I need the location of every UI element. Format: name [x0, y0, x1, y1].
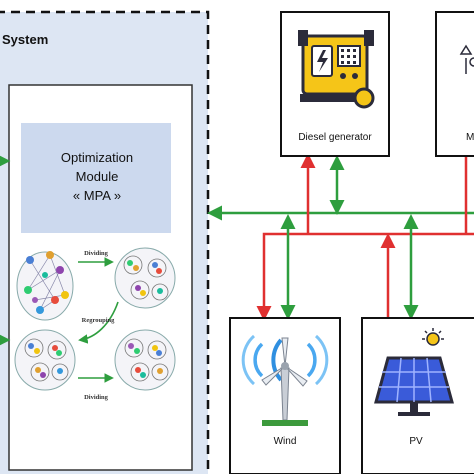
sun-icon: [422, 328, 444, 346]
right-partial-box: [435, 11, 474, 157]
cluster-grouped-top: [114, 247, 176, 309]
wind-label: Wind: [274, 436, 297, 447]
optimization-label-line3: « MPA »: [73, 188, 121, 203]
system-title: System: [2, 32, 48, 47]
optimization-label-line2: Module: [76, 169, 119, 184]
label-dividing-top: Dividing: [84, 250, 109, 257]
diesel-generator-label: Diesel generator: [298, 132, 372, 143]
label-dividing-bottom: Dividing: [84, 394, 109, 401]
power-bus-red: [256, 232, 474, 321]
mpa-illustration: Dividing Regrouping Dividing: [14, 247, 176, 401]
cluster-grouped-bottom: [14, 329, 76, 391]
diesel-generator-icon: [298, 30, 375, 109]
cluster-grouped-bottom-right: [114, 329, 176, 391]
right-partial-label: M: [466, 132, 474, 143]
partial-device-icon: [459, 44, 474, 74]
pv-label: PV: [409, 436, 423, 447]
arrow-regrouping: [78, 301, 119, 344]
optimization-module-box: [21, 123, 171, 233]
label-regrouping: Regrouping: [82, 317, 115, 324]
optimization-label-line1: Optimization: [61, 150, 133, 165]
wind-turbine-icon: [241, 334, 329, 426]
solar-panel-icon: [374, 356, 454, 416]
cluster-network-top: [16, 251, 74, 321]
